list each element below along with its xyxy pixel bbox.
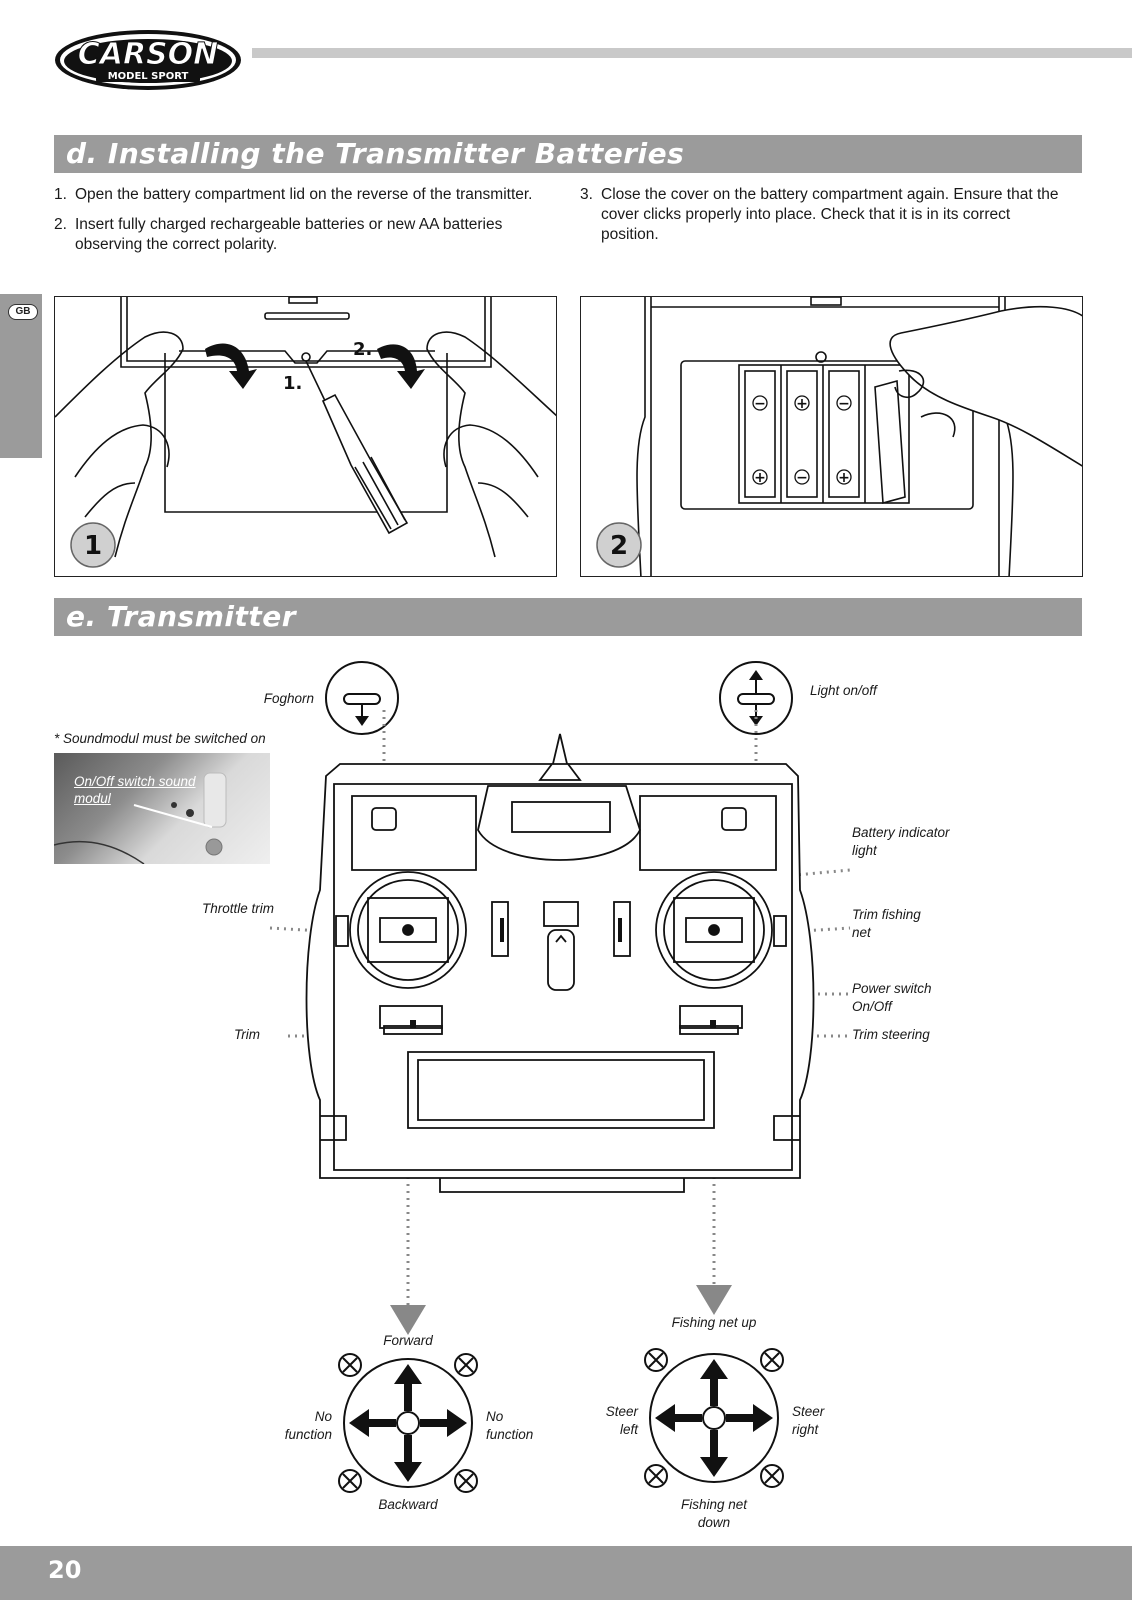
step-3: 3. Close the cover on the battery compar…	[580, 185, 1060, 245]
left-stick-left-label: No function	[284, 1409, 332, 1442]
steps-left: 1. Open the battery compartment lid on t…	[54, 185, 542, 265]
svg-text:+: +	[838, 470, 850, 486]
step-3-number: 3.	[580, 186, 593, 203]
left-stick-up-label: Forward	[383, 1333, 433, 1348]
svg-text:−: −	[838, 396, 850, 412]
right-stick-right-label: Steer right	[792, 1404, 825, 1437]
figure-insert-batteries: − + − + − + 2	[580, 296, 1083, 577]
foghorn-switch-icon	[325, 661, 399, 735]
figure-open-battery-lid: 1. 2. 1	[54, 296, 557, 577]
right-stick-up-label: Fishing net up	[671, 1315, 757, 1330]
carson-logo-graphic: CARSON MODEL SPORT	[55, 30, 241, 90]
step-1-number: 1.	[54, 186, 67, 203]
svg-text:−: −	[796, 470, 808, 486]
label-trim-steering: Trim steering	[852, 1027, 930, 1042]
left-stick-down-label: Backward	[378, 1497, 438, 1512]
soundmodul-note: * Soundmodul must be switched on	[54, 731, 266, 746]
sound-module-photo: On/Off switch sound modul	[54, 753, 270, 864]
sound-module-photo-graphic	[54, 772, 227, 864]
header-rule	[252, 48, 1132, 58]
light-switch-icon	[719, 661, 793, 735]
callout-2: 2.	[353, 339, 372, 360]
transmitter-trim-details	[410, 918, 716, 1028]
label-trim: Trim	[234, 1027, 260, 1042]
page-number: 20	[48, 1556, 82, 1584]
svg-text:+: +	[796, 396, 808, 412]
transmitter-diagram	[269, 661, 851, 1493]
section-d-header: d. Installing the Transmitter Batteries	[54, 135, 1082, 173]
label-battery-indicator: Battery indicator light	[852, 825, 950, 858]
svg-text:−: −	[754, 396, 766, 412]
step-3-text: Close the cover on the battery compartme…	[601, 186, 1059, 243]
right-stick-down-label: Fishing net down	[680, 1497, 748, 1530]
label-power-switch: Power switch On/Off	[852, 981, 932, 1014]
logo-sub-text: MODEL SPORT	[108, 71, 189, 82]
right-stick-left-label: Steer left	[605, 1404, 638, 1437]
step-2-text: Insert fully charged rechargeable batter…	[75, 216, 503, 253]
figure-1-illustration: 1. 2. 1	[55, 297, 556, 568]
label-throttle-trim: Throttle trim	[202, 901, 275, 916]
figure-2-illustration: − + − + − + 2	[596, 297, 1082, 576]
logo-main-text: CARSON	[78, 37, 219, 72]
left-stick-right-label: No function	[486, 1409, 534, 1442]
figure-2-badge-circle	[596, 522, 642, 568]
section-e-header: e. Transmitter	[54, 598, 1082, 636]
figure-2-badge: 2	[610, 531, 628, 561]
steps-right: 3. Close the cover on the battery compar…	[580, 185, 1060, 255]
step-1-text: Open the battery compartment lid on the …	[75, 186, 533, 203]
svg-text:+: +	[754, 470, 766, 486]
label-foghorn: Foghorn	[263, 691, 314, 706]
inset-caption: On/Off switch sound modul	[74, 774, 196, 806]
step-2: 2. Insert fully charged rechargeable bat…	[54, 215, 542, 255]
language-badge: GB	[8, 304, 38, 320]
figure-1-badge: 1	[84, 531, 102, 561]
callout-1: 1.	[283, 373, 302, 394]
carson-logo: CARSON MODEL SPORT	[52, 26, 244, 94]
left-stick-diagram	[338, 1353, 478, 1493]
label-trim-fishing-net: Trim fishing net	[852, 907, 921, 940]
step-2-number: 2.	[54, 216, 67, 233]
section-d-title: d. Installing the Transmitter Batteries	[66, 137, 685, 170]
step-1: 1. Open the battery compartment lid on t…	[54, 185, 542, 205]
label-light: Light on/off	[810, 683, 877, 698]
right-stick-diagram	[644, 1348, 784, 1488]
section-e-title: e. Transmitter	[66, 600, 297, 633]
figure-1-badge-circle	[70, 522, 116, 568]
transmitter-body	[305, 733, 815, 1193]
side-language-tab	[0, 294, 42, 458]
footer-bar: 20	[0, 1546, 1132, 1600]
